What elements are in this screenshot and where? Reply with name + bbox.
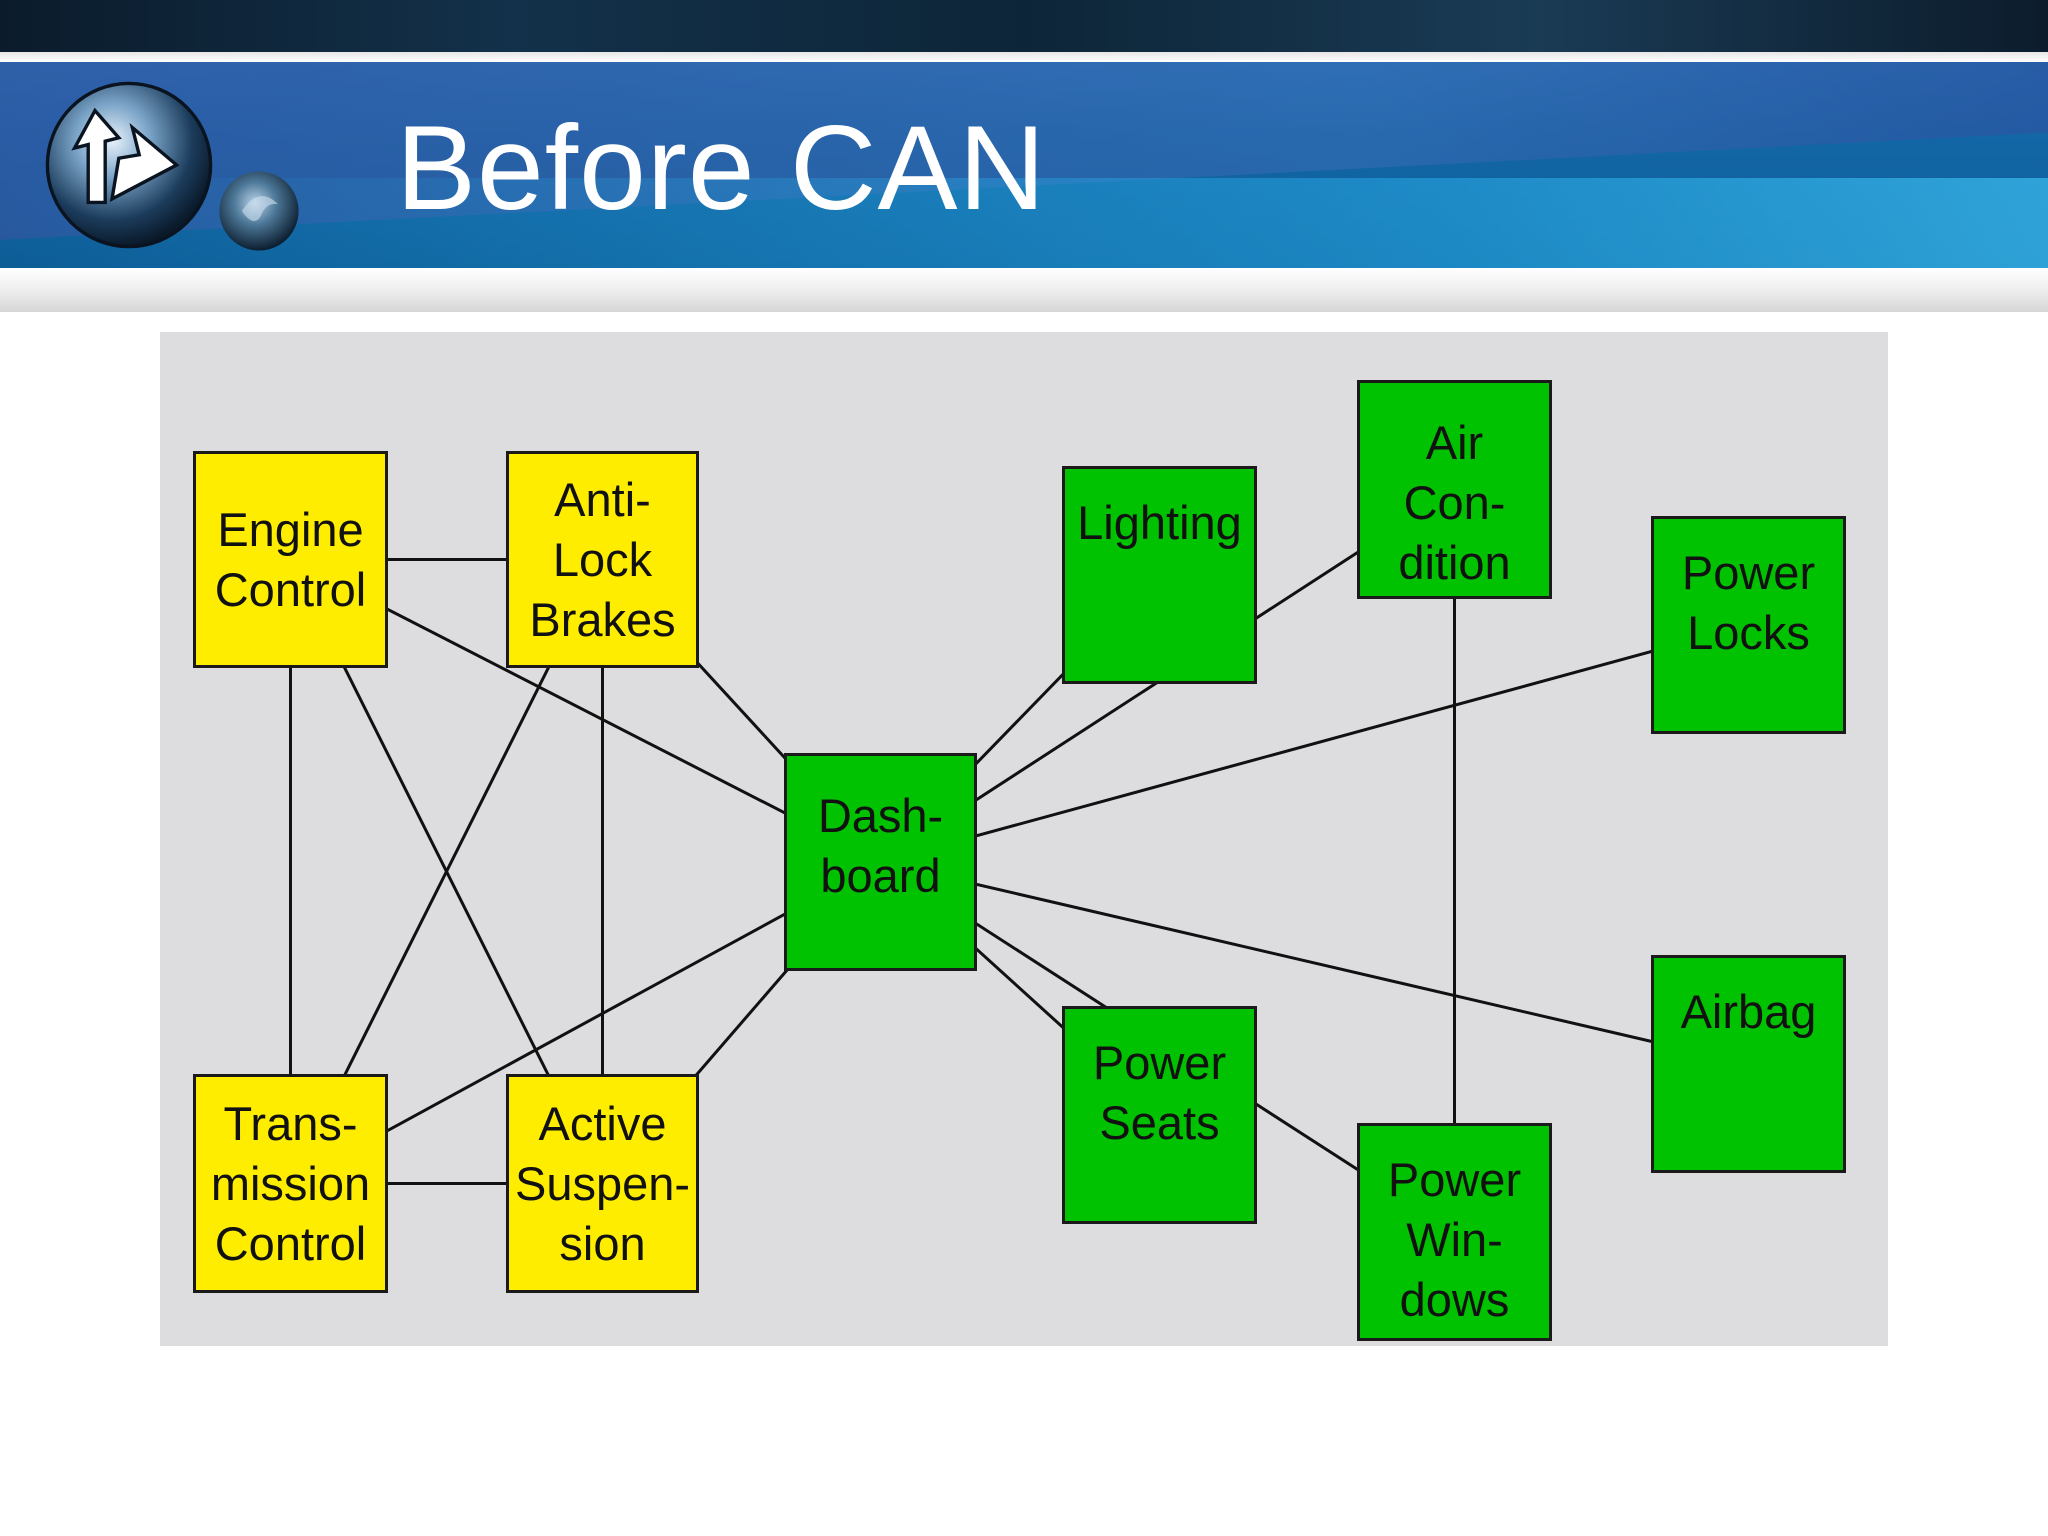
- node-label-line: Air: [1425, 416, 1484, 469]
- node-label-line: sion: [559, 1216, 646, 1270]
- globe-arrow-logo-icon: [45, 81, 213, 249]
- slide-header: [0, 62, 2048, 268]
- node-label-line: dition: [1398, 536, 1511, 589]
- node-label-line: Con-: [1403, 476, 1506, 529]
- node-label-line: Suspen-: [514, 1156, 691, 1210]
- connection-lines: [289, 488, 1749, 1234]
- node-engine-control: Engine Control: [193, 451, 388, 668]
- connection-dashboard-powerlocks: [880, 623, 1749, 864]
- node-label-line: board: [820, 849, 941, 902]
- node-air-condition: Air Con- dition: [1357, 380, 1552, 599]
- node-label-line: Power: [1681, 546, 1816, 599]
- node-label-line: dows: [1399, 1273, 1510, 1326]
- node-power-seats: Power Seats: [1062, 1006, 1257, 1224]
- node-label-line: Power: [1387, 1153, 1522, 1206]
- node-label-line: Brakes: [529, 592, 676, 646]
- ecu-network-diagram: Engine Control Anti- Lock Brakes Trans- …: [160, 332, 1888, 1346]
- header-underbar: [0, 268, 2048, 312]
- node-label-line: Lock: [552, 532, 653, 586]
- connection-transmission-dashboard: [289, 860, 882, 1185]
- node-label-line: Power: [1092, 1036, 1227, 1089]
- top-decorative-band: [0, 0, 2048, 52]
- node-label-line: Control: [214, 1216, 367, 1270]
- node-lighting: Lighting: [1062, 466, 1257, 684]
- header-shine: [0, 178, 2048, 268]
- connection-engine-dashboard: [289, 558, 882, 864]
- node-label-line: Trans-: [223, 1096, 358, 1150]
- node-label-line: Airbag: [1680, 985, 1817, 1038]
- node-label-line: Lighting: [1077, 496, 1242, 549]
- top-band-edge: [0, 52, 2048, 62]
- node-label-line: Anti-: [554, 472, 651, 526]
- node-power-locks: Power Locks: [1651, 516, 1846, 734]
- node-active-suspension: Active Suspen- sion: [506, 1074, 699, 1293]
- slide-title: Before CAN: [396, 101, 1047, 235]
- node-label-line: Win-: [1406, 1213, 1503, 1266]
- node-label-line: Seats: [1099, 1096, 1220, 1149]
- node-label-line: Engine: [217, 502, 364, 556]
- node-transmission-control: Trans- mission Control: [193, 1074, 388, 1293]
- node-airbag: Airbag: [1651, 955, 1846, 1173]
- node-label-line: mission: [210, 1156, 371, 1210]
- node-power-windows: Power Win- dows: [1357, 1123, 1552, 1341]
- connection-dashboard-airbag: [880, 860, 1749, 1066]
- small-globe-icon: [219, 171, 299, 251]
- node-label-line: Dash-: [817, 789, 944, 842]
- node-label-line: Control: [214, 562, 367, 616]
- node-dashboard: Dash- board: [784, 753, 977, 971]
- node-anti-lock-brakes: Anti- Lock Brakes: [506, 451, 699, 668]
- node-label-line: Locks: [1687, 606, 1810, 659]
- node-label-line: Active: [538, 1096, 667, 1150]
